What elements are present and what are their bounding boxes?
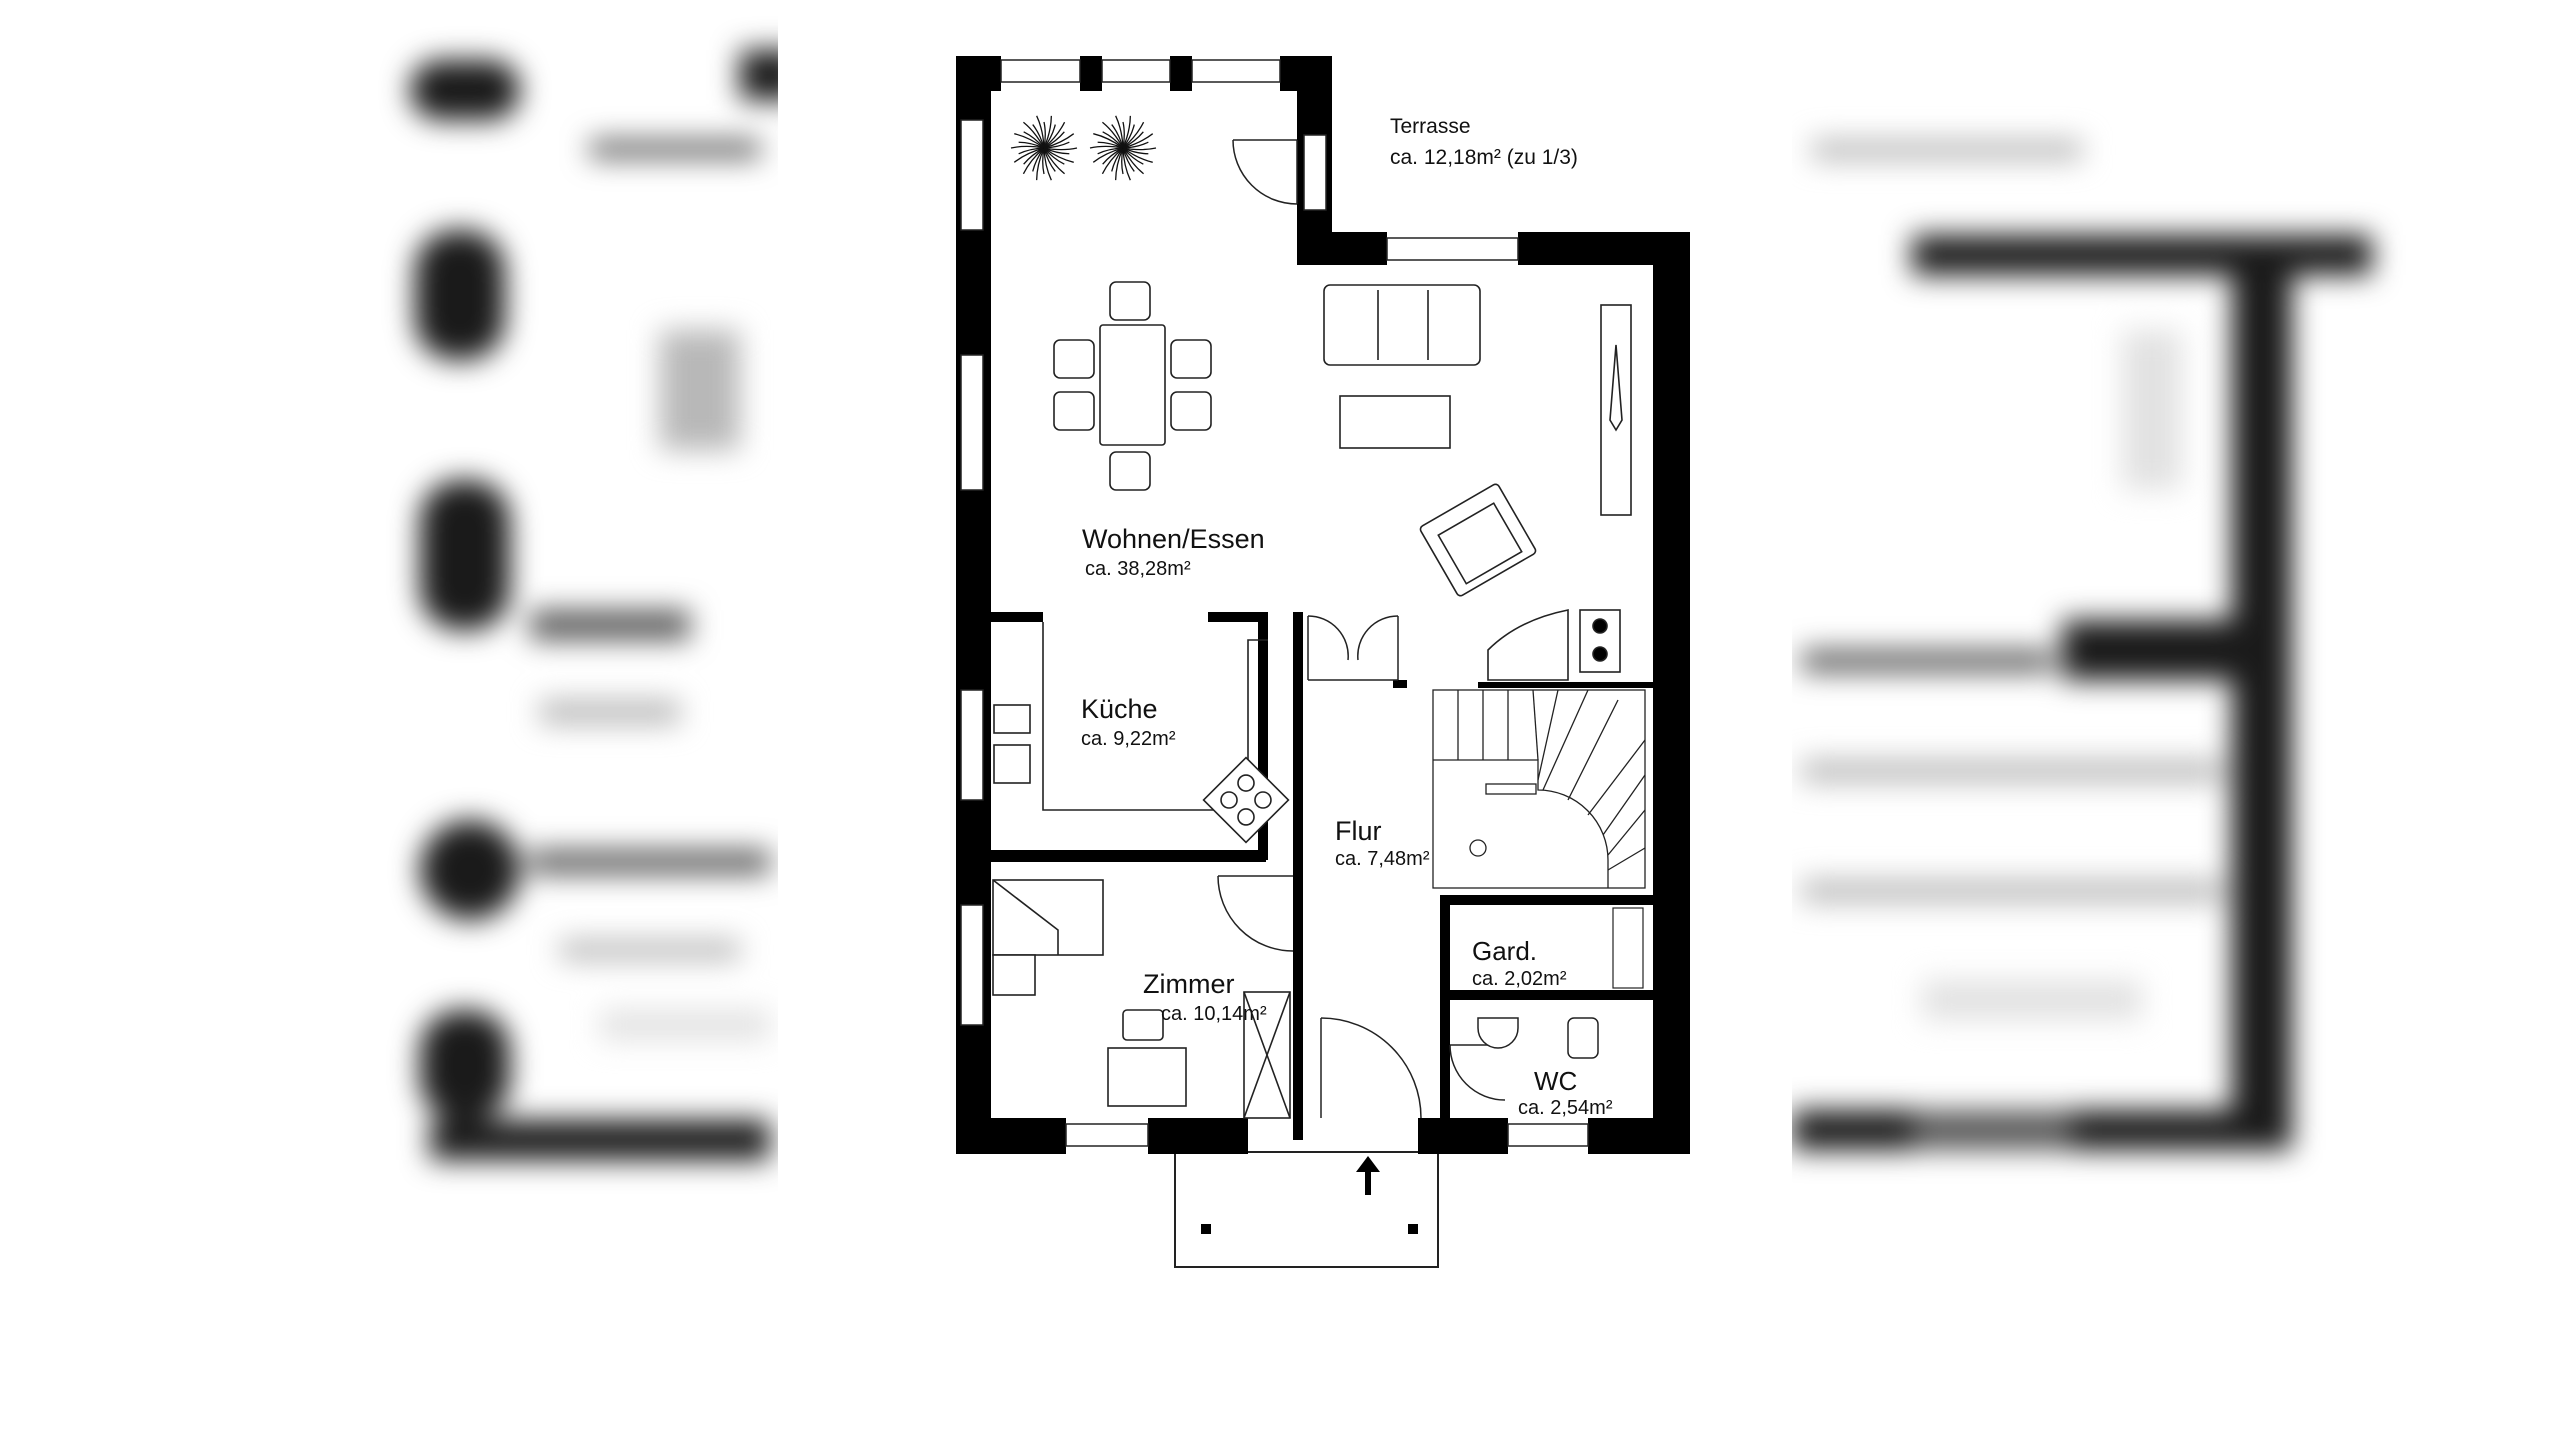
- windows: [960, 59, 1589, 1147]
- platform-post: [1201, 1224, 1211, 1234]
- window: [960, 689, 984, 801]
- chair: [1170, 391, 1212, 431]
- entrance-platform: [1174, 1151, 1439, 1268]
- window: [1101, 59, 1171, 83]
- terrace-area: ca. 12,18m² (zu 1/3): [1390, 146, 1578, 169]
- room-door: [1217, 875, 1294, 952]
- hall-area: ca. 7,48m²: [1335, 848, 1430, 870]
- room-furniture: [992, 879, 1291, 1119]
- window: [960, 119, 984, 231]
- window: [1191, 59, 1281, 83]
- bed: [992, 879, 1104, 956]
- nightstand: [992, 954, 1036, 996]
- coffee-table: [1339, 395, 1451, 449]
- chair: [1053, 339, 1095, 379]
- left-blurred-backdrop: [0, 0, 778, 1440]
- terrace-name: Terrasse: [1390, 115, 1471, 138]
- entrance-door: [1320, 1017, 1422, 1119]
- entrance-arrow-icon: [1356, 1156, 1380, 1195]
- doors: [1217, 139, 1506, 1119]
- chair: [1170, 339, 1212, 379]
- interior-walls: [956, 612, 1653, 1140]
- window: [1000, 59, 1081, 83]
- exterior-walls: [956, 56, 1690, 1154]
- living-furniture: [1323, 284, 1537, 597]
- hall-name: Flur: [1335, 816, 1382, 846]
- sofa: [1323, 284, 1481, 366]
- terrace-door: [1232, 139, 1298, 205]
- floor-plan: Terrasse ca. 12,18m² (zu 1/3) Wohnen/Ess…: [778, 0, 1792, 1440]
- chair: [1109, 451, 1151, 491]
- chair: [1109, 281, 1151, 321]
- armchair: [1419, 483, 1537, 597]
- cooktop: [1202, 756, 1290, 844]
- sink-icon: [993, 704, 1031, 734]
- window: [1065, 1123, 1149, 1147]
- stove-icon: [1487, 609, 1621, 681]
- living-area: ca. 38,28m²: [1085, 558, 1191, 580]
- chair: [1053, 391, 1095, 431]
- kitchen-counter: [993, 622, 1290, 844]
- window: [1303, 134, 1327, 211]
- wc-area: ca. 2,54m²: [1518, 1097, 1613, 1119]
- window: [1386, 237, 1519, 261]
- staircase: [1432, 689, 1646, 889]
- room-name: Zimmer: [1143, 969, 1234, 999]
- closet-rail: [1612, 907, 1644, 989]
- window: [1507, 1123, 1589, 1147]
- wardrobe-area: ca. 2,02m²: [1472, 968, 1567, 990]
- kitchen-area: ca. 9,22m²: [1081, 728, 1176, 750]
- sideboard: [1600, 304, 1632, 516]
- plant-icon: [1089, 115, 1157, 181]
- desk: [1107, 1047, 1187, 1107]
- chair: [1122, 1009, 1164, 1041]
- living-name: Wohnen/Essen: [1082, 524, 1265, 554]
- right-blurred-backdrop: [1792, 0, 2560, 1440]
- dining-table: [1053, 281, 1212, 491]
- window: [960, 904, 984, 1026]
- sink-icon: [993, 744, 1031, 784]
- window: [960, 354, 984, 491]
- kitchen-name: Küche: [1081, 694, 1158, 724]
- plant-icon: [1010, 115, 1078, 181]
- wardrobe-name: Gard.: [1472, 936, 1537, 966]
- platform-post: [1408, 1224, 1418, 1234]
- room-area: ca. 10,14m²: [1161, 1003, 1267, 1025]
- living-double-door: [1307, 615, 1399, 681]
- toilet-icon: [1477, 1017, 1599, 1059]
- wc-name: WC: [1534, 1066, 1577, 1096]
